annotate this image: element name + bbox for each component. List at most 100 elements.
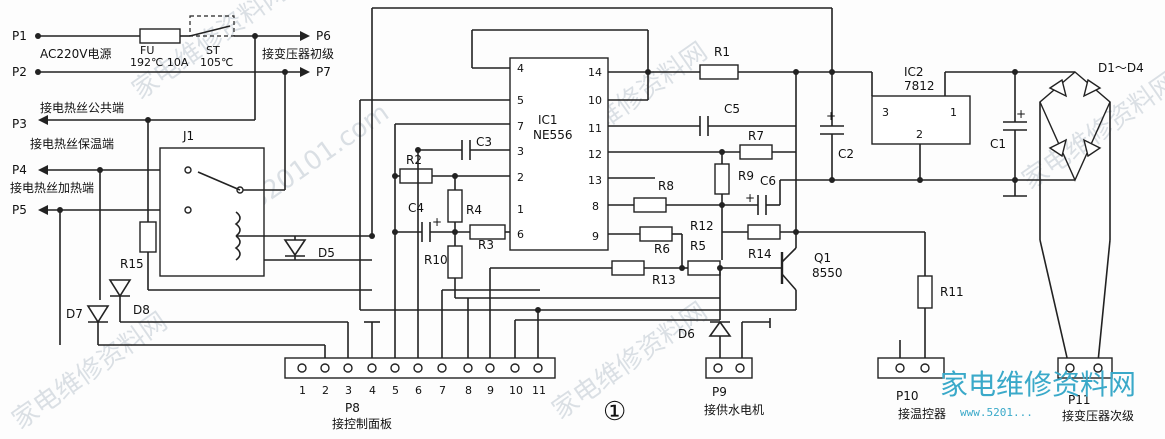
r1-label: R1 [714,45,730,59]
c4-plus: + [432,215,442,229]
resistor-r8 [633,197,667,213]
pump-label: 接供水电机 [704,402,764,417]
c2-label: C2 [838,147,854,161]
fuse-fu [139,28,181,44]
p8-pin-3 [343,363,353,373]
p8-pin-8 [463,363,473,373]
resistor-r14 [747,224,781,240]
r12-label: R12 [690,219,714,233]
p8-pin-label-7: 7 [439,384,446,397]
relay-j1-label: J1 [182,129,194,143]
ic2-type-label: 7812 [904,79,935,93]
resistor-r11 [917,275,933,309]
power-input: P1 FU 192℃ 10A ST 105℃ AC220V电源 P6 接变压器初… [12,15,334,79]
thermal-switch-st [189,15,235,37]
ic1-pin-1: 1 [517,203,524,216]
resistor-r6 [639,226,673,242]
c2-plus: + [826,109,836,123]
p10-connector: P10 接温控器 [877,357,946,421]
watermark-site-5: 家电维修资料网 [7,307,173,436]
logo-url: www.5201... [960,406,1033,419]
thermostat-label: 接温控器 [898,406,946,421]
ac-source-label: AC220V电源 [40,47,112,61]
heater-heat-label: 接电热丝加热端 [10,180,94,195]
ic2-pin-2: 2 [916,128,923,141]
p8-pin-label-6: 6 [415,384,422,397]
r3-label: R3 [478,238,494,252]
resistor-r3 [469,224,506,240]
terminal-p1: P1 [12,29,27,43]
p8-pin-label-5: 5 [392,384,399,397]
st-label: ST [206,44,220,57]
heater-common-label: 接电热丝公共端 [40,100,124,115]
d8-label: D8 [133,303,150,317]
ic2-box [871,95,971,145]
p8-pin-label-8: 8 [465,384,472,397]
capacitor-c2: + C2 [820,109,854,183]
ic1-box [509,57,609,251]
ic1-pin-5: 5 [517,94,524,107]
p8-pin-1 [297,363,307,373]
r2-label: R2 [406,153,422,167]
relay-j1: J1 [159,72,286,277]
ic1-pin-4: 4 [517,62,524,75]
p8-pin-9 [485,363,495,373]
ic2-pin-1: 1 [950,106,957,119]
thermostat-branch: R11 [899,232,964,362]
d5-label: D5 [318,246,335,260]
terminal-p7: P7 [316,65,331,79]
xfmr-primary-label: 接变压器初级 [262,46,334,61]
c4-label: C4 [408,201,424,215]
bridge-label: D1～D4 [1098,61,1144,75]
terminal-p8: P8 [345,401,360,415]
ic1-pin-3: 3 [517,145,524,158]
ic1-pin-11: 11 [588,122,602,135]
r7-label: R7 [748,129,764,143]
ic1-pin-7: 7 [517,120,524,133]
c6-label: C6 [760,174,776,188]
ic1-ne556: IC1 NE556 4 5 7 3 2 1 6 14 10 11 12 13 8… [359,7,1015,362]
ic1-pin-2: 2 [517,171,524,184]
r8-label: R8 [658,179,674,193]
ic2-label: IC2 [904,65,924,79]
r6-label: R6 [654,242,670,256]
p8-pin-label-9: 9 [487,384,494,397]
p8-pin-10 [510,363,520,373]
terminal-p6: P6 [316,29,331,43]
p8-pin-4 [367,363,377,373]
pump-branch: D6 [364,268,771,362]
resistor-r10 [447,245,463,279]
p8-pin-label-11: 11 [532,384,546,397]
resistor-r13 [611,260,645,276]
ic1-pin-14: 14 [588,66,602,79]
terminal-p3: P3 [12,117,27,131]
figure-number: ① [603,397,626,427]
r14-label: R14 [748,247,772,261]
p8-pin-label-2: 2 [322,384,329,397]
fuse-rating: 192℃ 10A [130,56,189,69]
p8-pin-6 [413,363,423,373]
terminal-p4: P4 [12,163,27,177]
c6-plus: + [745,191,755,205]
q1-label: Q1 [814,251,831,265]
q1-type-label: 8550 [812,266,843,280]
terminal-p11: P11 [1068,393,1091,407]
resistor-r1 [699,64,739,80]
terminal-p2: P2 [12,65,27,79]
terminal-p10: P10 [896,389,919,403]
p8-pin-11 [533,363,543,373]
r5-label: R5 [690,239,706,253]
heater-terminals: 接电热丝公共端 P3 接电热丝保温端 P4 接电热丝加热端 P5 [10,36,256,217]
ic1-pin-10: 10 [588,94,602,107]
ic1-pin-6: 6 [517,228,524,241]
p8-pin-label-10: 10 [509,384,523,397]
p9-connector: P9 接供水电机 [704,357,764,417]
d7-label: D7 [66,307,83,321]
ic2-pin-3: 3 [882,106,889,119]
p8-pin-label-4: 4 [369,384,376,397]
relay-j1-box [159,147,265,277]
ic2-7812: IC2 7812 3 1 2 [871,65,1075,183]
resistor-r5 [687,260,721,276]
